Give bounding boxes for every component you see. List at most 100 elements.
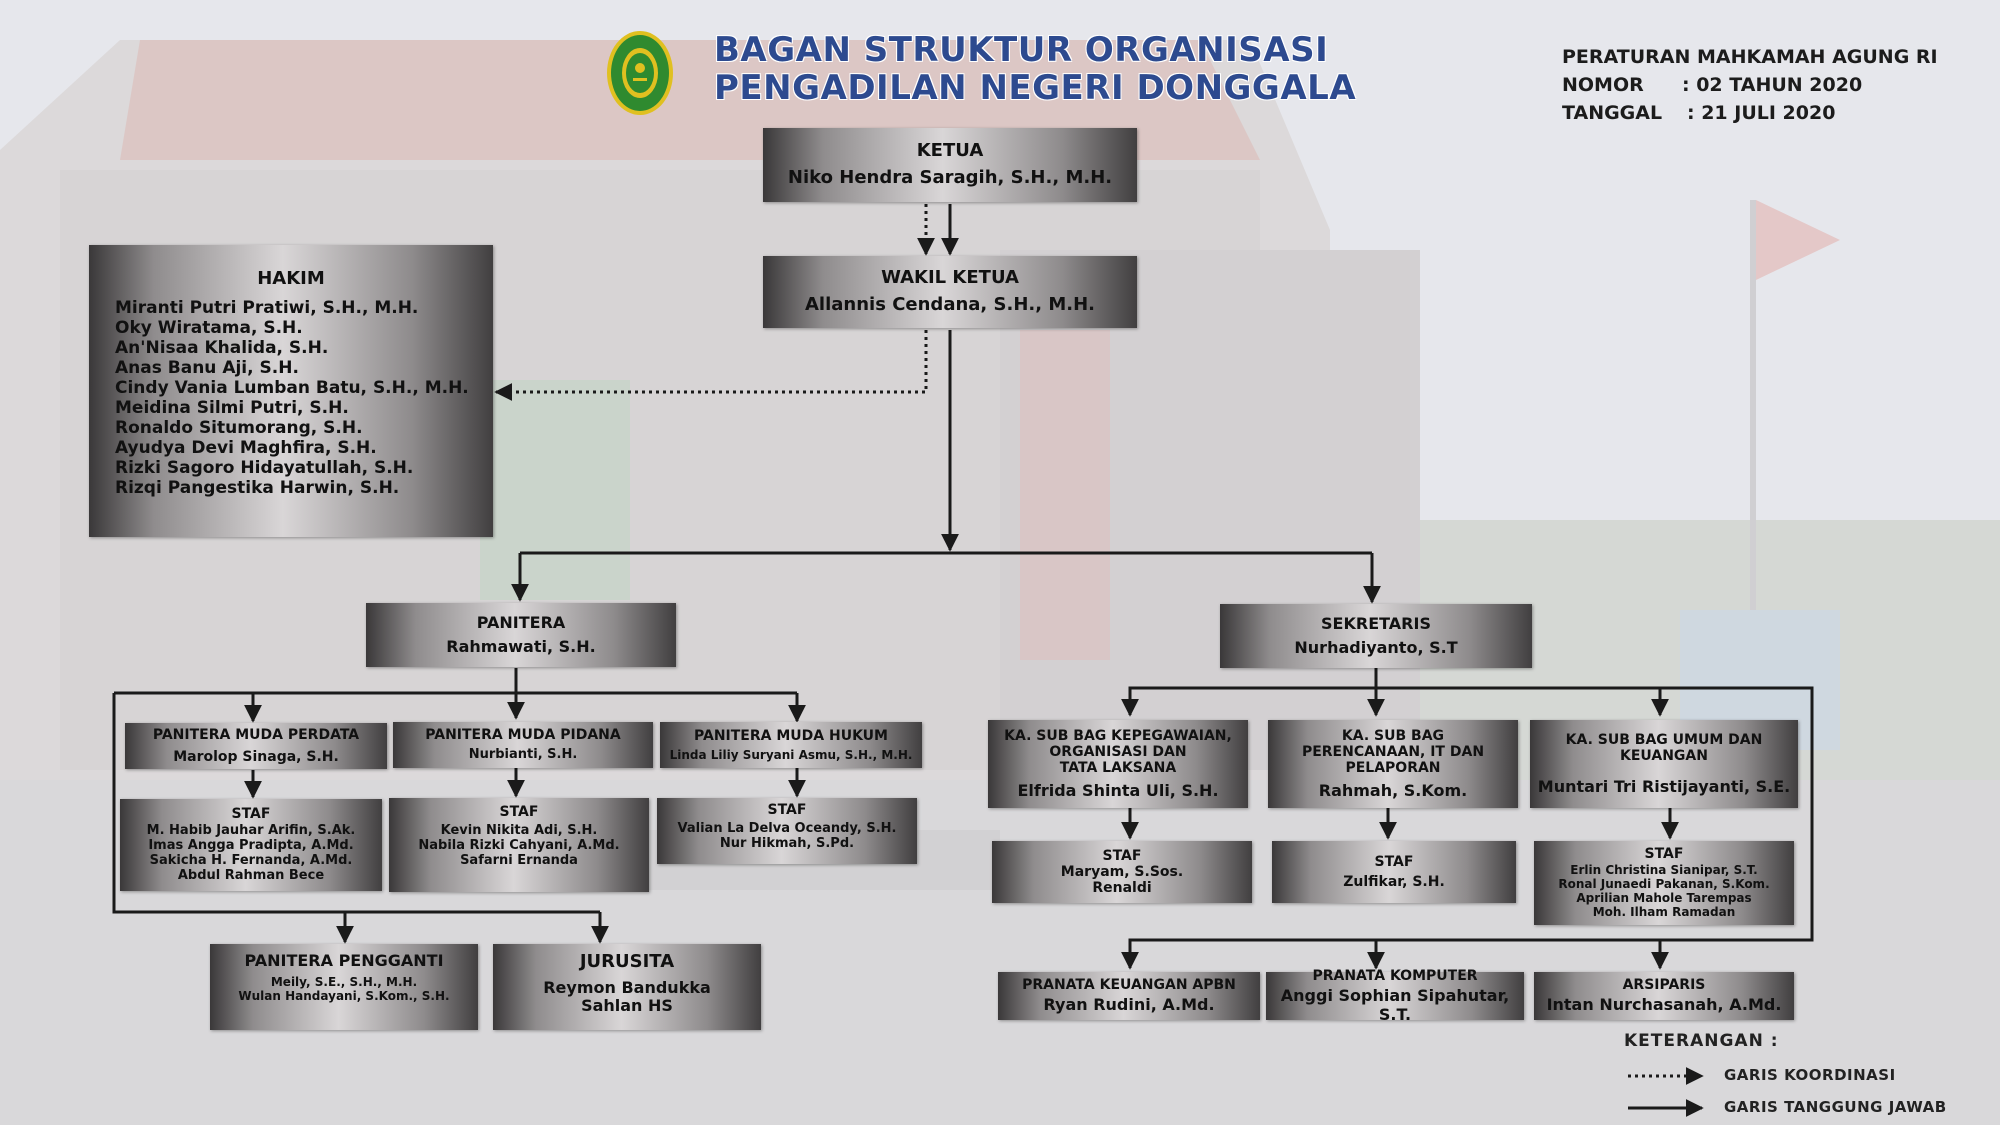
nomor-value: : 02 TAHUN 2020 xyxy=(1682,74,1863,96)
hakim-member: Anas Banu Aji, S.H. xyxy=(115,357,299,378)
title-line-1: BAGAN STRUKTUR ORGANISASI xyxy=(714,30,1329,70)
staf-perencanaan-role: STAF xyxy=(1374,853,1414,870)
staf-perencanaan-box: STAF Zulfikar, S.H. xyxy=(1272,841,1516,903)
staf-member: Moh. Ilham Ramadan xyxy=(1592,904,1736,919)
staf-member: Ronal Junaedi Pakanan, S.Kom. xyxy=(1558,877,1770,892)
pm-pidana-role: PANITERA MUDA PIDANA xyxy=(425,726,621,743)
kasub-kepegawaian-name: Elfrida Shinta Uli, S.H. xyxy=(1017,780,1219,800)
pranata-komputer-box: PRANATA KOMPUTER Anggi Sophian Sipahutar… xyxy=(1266,968,1524,1023)
hakim-member: Meidina Silmi Putri, S.H. xyxy=(115,397,349,418)
staf-member: Zulfikar, S.H. xyxy=(1343,874,1445,890)
staf-perdata-box: STAF M. Habib Jauhar Arifin, S.Ak. Imas … xyxy=(120,799,382,891)
hakim-member: Miranti Putri Pratiwi, S.H., M.H. xyxy=(115,297,419,318)
hakim-member: Cindy Vania Lumban Batu, S.H., M.H. xyxy=(115,377,469,398)
legend-coordination: GARIS KOORDINASI xyxy=(1724,1066,1896,1084)
legend-responsibility: GARIS TANGGUNG JAWAB xyxy=(1724,1098,1947,1116)
kasub-kepegawaian-box: KA. SUB BAG KEPEGAWAIAN, ORGANISASI DAN … xyxy=(988,720,1248,808)
panitera-pengganti-member: Wulan Handayani, S.Kom., S.H. xyxy=(238,989,450,1004)
page-title: BAGAN STRUKTUR ORGANISASI PENGADILAN NEG… xyxy=(714,30,1356,108)
pranata-komputer-name: Anggi Sophian Sipahutar, S.T. xyxy=(1280,986,1510,1024)
staf-member: Maryam, S.Sos. xyxy=(1060,863,1184,880)
pm-hukum-role: PANITERA MUDA HUKUM xyxy=(694,727,888,744)
wakil-ketua-box: WAKIL KETUA Allannis Cendana, S.H., M.H. xyxy=(763,256,1137,328)
hakim-member: An'Nisaa Khalida, S.H. xyxy=(115,337,329,358)
nomor-label: NOMOR xyxy=(1562,74,1644,96)
staf-umum-role: STAF xyxy=(1644,846,1684,863)
panitera-name: Rahmawati, S.H. xyxy=(446,637,596,656)
kasub-kepegawaian-role-line: TATA LAKSANA xyxy=(1059,759,1177,776)
legend-title: KETERANGAN : xyxy=(1624,1031,1779,1051)
staf-member: Renaldi xyxy=(1092,880,1152,897)
hakim-role: HAKIM xyxy=(257,268,325,289)
staf-member: Nur Hikmah, S.Pd. xyxy=(719,836,855,852)
ketua-box: KETUA Niko Hendra Saragih, S.H., M.H. xyxy=(763,128,1137,202)
hakim-member: Oky Wiratama, S.H. xyxy=(115,317,303,338)
ketua-role: KETUA xyxy=(916,140,984,162)
kasub-perencanaan-name: Rahmah, S.Kom. xyxy=(1318,780,1468,800)
staf-pidana-role: STAF xyxy=(499,804,539,820)
staf-kepegawaian-box: STAF Maryam, S.Sos. Renaldi xyxy=(992,841,1252,903)
wakil-ketua-role: WAKIL KETUA xyxy=(881,267,1019,289)
regulation-line-1: PERATURAN MAHKAMAH AGUNG RI xyxy=(1562,46,1938,68)
staf-hukum-role: STAF xyxy=(767,802,807,818)
staf-member: Sakicha H. Fernanda, A.Md. xyxy=(149,853,353,869)
panitera-muda-perdata-box: PANITERA MUDA PERDATA Marolop Sinaga, S.… xyxy=(125,723,387,769)
staf-member: M. Habib Jauhar Arifin, S.Ak. xyxy=(146,823,356,839)
pranata-keuangan-box: PRANATA KEUANGAN APBN Ryan Rudini, A.Md. xyxy=(998,972,1260,1020)
regulation-block: PERATURAN MAHKAMAH AGUNG RI NOMOR : 02 TA… xyxy=(1562,43,1938,127)
jurusita-box: JURUSITA Reymon Bandukka Sahlan HS xyxy=(493,944,761,1030)
hakim-member: Rizki Sagoro Hidayatullah, S.H. xyxy=(115,457,414,478)
staf-hukum-box: STAF Valian La Delva Oceandy, S.H. Nur H… xyxy=(657,798,917,864)
pm-perdata-name: Marolop Sinaga, S.H. xyxy=(173,748,339,765)
jurusita-role: JURUSITA xyxy=(579,951,675,972)
court-logo xyxy=(605,28,675,118)
staf-member: Imas Angga Pradipta, A.Md. xyxy=(148,838,354,854)
hakim-member: Ronaldo Situmorang, S.H. xyxy=(115,417,363,438)
staf-kepegawaian-role: STAF xyxy=(1102,847,1142,864)
staf-member: Aprilian Mahole Tarempas xyxy=(1576,891,1752,906)
kasub-perencanaan-role-line: KA. SUB BAG xyxy=(1341,727,1445,744)
pm-pidana-name: Nurbianti, S.H. xyxy=(468,747,578,763)
sekretaris-role: SEKRETARIS xyxy=(1321,613,1431,633)
staf-umum-box: STAF Erlin Christina Sianipar, S.T. Rona… xyxy=(1534,841,1794,925)
kasub-perencanaan-box: KA. SUB BAG PERENCANAAN, IT DAN PELAPORA… xyxy=(1268,720,1518,808)
staf-member: Abdul Rahman Bece xyxy=(177,867,325,883)
kasub-umum-role-line: KA. SUB BAG UMUM DAN xyxy=(1565,731,1763,748)
pranata-komputer-role: PRANATA KOMPUTER xyxy=(1312,968,1478,985)
sekretaris-name: Nurhadiyanto, S.T xyxy=(1294,638,1458,657)
staf-member: Nabila Rizki Cahyani, A.Md. xyxy=(418,838,620,854)
staf-perdata-role: STAF xyxy=(231,806,271,823)
staf-member: Erlin Christina Sianipar, S.T. xyxy=(1570,863,1758,878)
arsiparis-name: Intan Nurchasanah, A.Md. xyxy=(1546,995,1782,1015)
staf-member: Valian La Delva Oceandy, S.H. xyxy=(677,821,897,837)
panitera-pengganti-box: PANITERA PENGGANTI Meily, S.E., S.H., M.… xyxy=(210,944,478,1030)
hakim-member: Ayudya Devi Maghfira, S.H. xyxy=(115,437,377,458)
kasub-perencanaan-role-line: PELAPORAN xyxy=(1345,759,1441,776)
pm-hukum-name: Linda Liliy Suryani Asmu, S.H., M.H. xyxy=(669,747,913,762)
pranata-keuangan-role: PRANATA KEUANGAN APBN xyxy=(1022,977,1236,994)
kasub-umum-name: Muntari Tri Ristijayanti, S.E. xyxy=(1537,776,1791,796)
panitera-muda-hukum-box: PANITERA MUDA HUKUM Linda Liliy Suryani … xyxy=(660,722,922,768)
kasub-kepegawaian-role-line: ORGANISASI DAN xyxy=(1049,743,1187,760)
kasub-umum-role-line: KEUANGAN xyxy=(1620,747,1708,764)
kasub-umum-box: KA. SUB BAG UMUM DAN KEUANGAN Muntari Tr… xyxy=(1530,720,1798,808)
title-line-2: PENGADILAN NEGERI DONGGALA xyxy=(714,68,1357,108)
court-seal-icon xyxy=(607,31,673,115)
jurusita-member: Sahlan HS xyxy=(581,996,673,1016)
panitera-pengganti-role: PANITERA PENGGANTI xyxy=(244,951,444,970)
pm-perdata-role: PANITERA MUDA PERDATA xyxy=(152,727,360,744)
panitera-box: PANITERA Rahmawati, S.H. xyxy=(366,603,676,667)
staf-pidana-box: STAF Kevin Nikita Adi, S.H. Nabila Rizki… xyxy=(389,798,649,892)
panitera-role: PANITERA xyxy=(476,612,566,632)
panitera-pengganti-member: Meily, S.E., S.H., M.H. xyxy=(270,975,418,990)
hakim-box: HAKIM Miranti Putri Pratiwi, S.H., M.H. … xyxy=(89,245,493,537)
hakim-member: Rizqi Pangestika Harwin, S.H. xyxy=(115,477,400,498)
tanggal-label: TANGGAL xyxy=(1562,102,1663,124)
pranata-keuangan-name: Ryan Rudini, A.Md. xyxy=(1043,995,1215,1015)
staf-member: Safarni Ernanda xyxy=(460,852,578,868)
wakil-ketua-name: Allannis Cendana, S.H., M.H. xyxy=(805,294,1095,315)
arsiparis-role: ARSIPARIS xyxy=(1622,977,1706,994)
tanggal-value: : 21 JULI 2020 xyxy=(1687,102,1836,124)
panitera-muda-pidana-box: PANITERA MUDA PIDANA Nurbianti, S.H. xyxy=(393,722,653,768)
